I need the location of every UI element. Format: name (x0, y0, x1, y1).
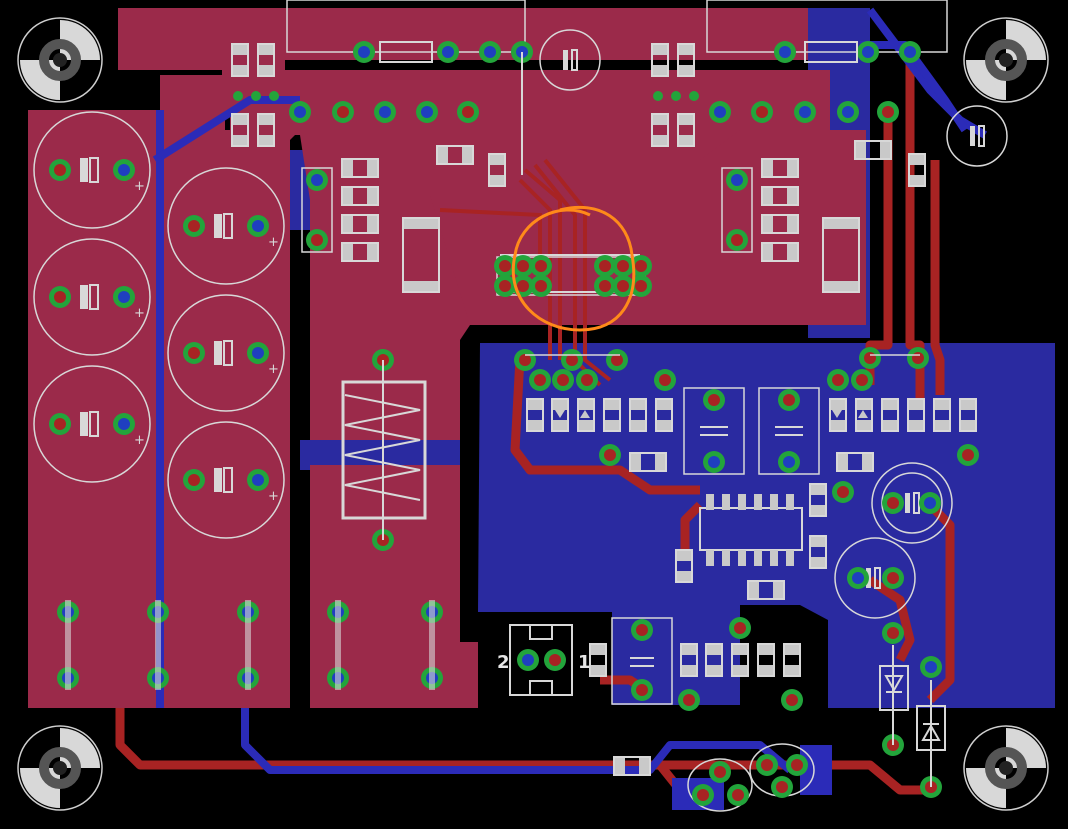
ic-chip (699, 494, 803, 566)
pin-2-label: 2 (497, 652, 510, 673)
mounting-hole-icon (18, 726, 102, 810)
transistor (613, 743, 832, 812)
pin-1-label: 1 (578, 652, 591, 673)
circled-region-icon (511, 205, 636, 332)
mounting-hole-icon (964, 726, 1048, 810)
power-terminals (57, 600, 443, 690)
ceramic-capacitor (683, 387, 820, 475)
mounting-hole-icon (964, 18, 1048, 102)
film-capacitor (301, 167, 753, 253)
diode (879, 622, 946, 798)
top-copper-pour-left (118, 8, 808, 115)
mounting-hole-icon (18, 18, 102, 102)
voltage-regulator: 2 1 (497, 624, 591, 696)
center-header (494, 255, 652, 297)
inductor (341, 349, 427, 551)
bottom-copper-pour (478, 343, 1055, 708)
